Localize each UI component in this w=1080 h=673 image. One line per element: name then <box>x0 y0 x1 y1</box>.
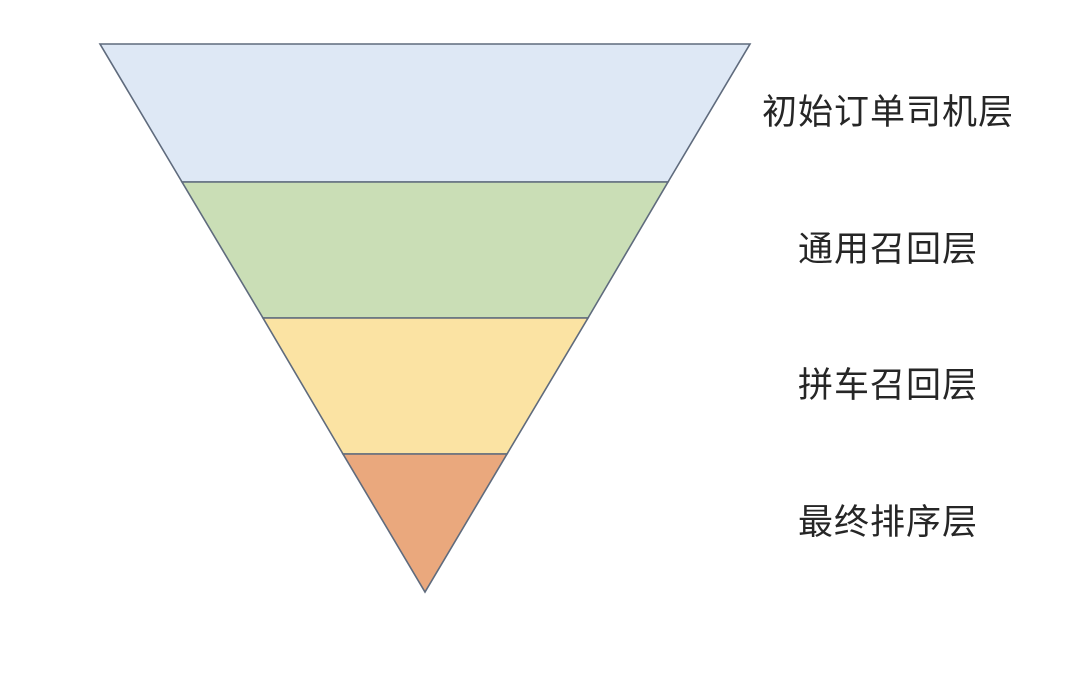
layer-label-general-recall: 通用召回层 <box>797 230 978 269</box>
funnel-layer-general-recall <box>180 181 670 319</box>
layer-label-final-ranking: 最终排序层 <box>797 503 978 542</box>
layer-label-initial-order-driver: 初始订单司机层 <box>761 93 1014 132</box>
funnel-layer-final-ranking <box>341 453 509 594</box>
funnel-layer-carpool-recall <box>261 317 590 455</box>
layer-label-carpool-recall: 拼车召回层 <box>797 366 978 405</box>
funnel-layer-initial-order-driver <box>98 43 752 183</box>
